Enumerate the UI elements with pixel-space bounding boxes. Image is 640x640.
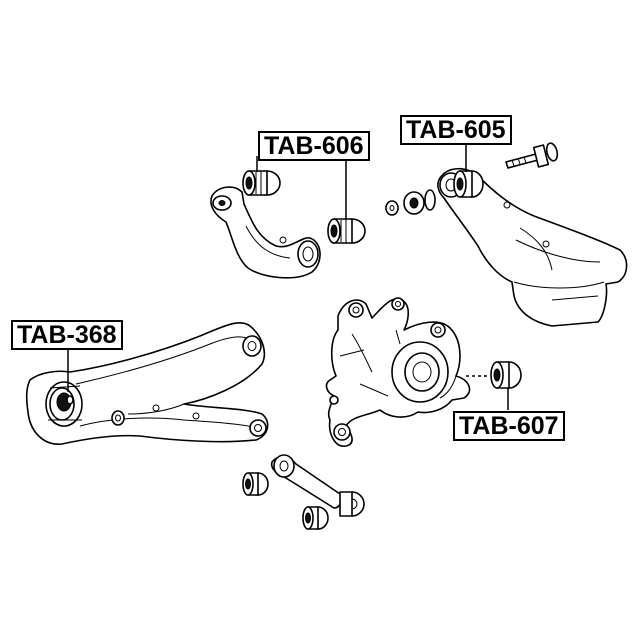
bushing-606-lower: [327, 218, 366, 244]
bushing-605: [453, 170, 484, 198]
upper-control-arm: [210, 186, 321, 279]
bushing-link-left: [242, 472, 269, 496]
label-tab-368: TAB-368: [11, 320, 123, 350]
bushing-606-upper: [242, 170, 281, 196]
washer-nut-set: [385, 189, 436, 216]
lateral-link: [270, 454, 365, 517]
steering-knuckle: [325, 297, 471, 447]
lower-control-arm: [25, 321, 269, 445]
bushing-607: [466, 361, 522, 389]
label-tab-606: TAB-606: [258, 131, 370, 161]
leader-lines: [67, 140, 509, 410]
label-tab-605: TAB-605: [400, 115, 512, 145]
camber-bolt: [505, 142, 559, 169]
bushing-link-right: [302, 506, 329, 530]
label-tab-607: TAB-607: [453, 411, 565, 441]
bushing-368: [45, 381, 83, 427]
